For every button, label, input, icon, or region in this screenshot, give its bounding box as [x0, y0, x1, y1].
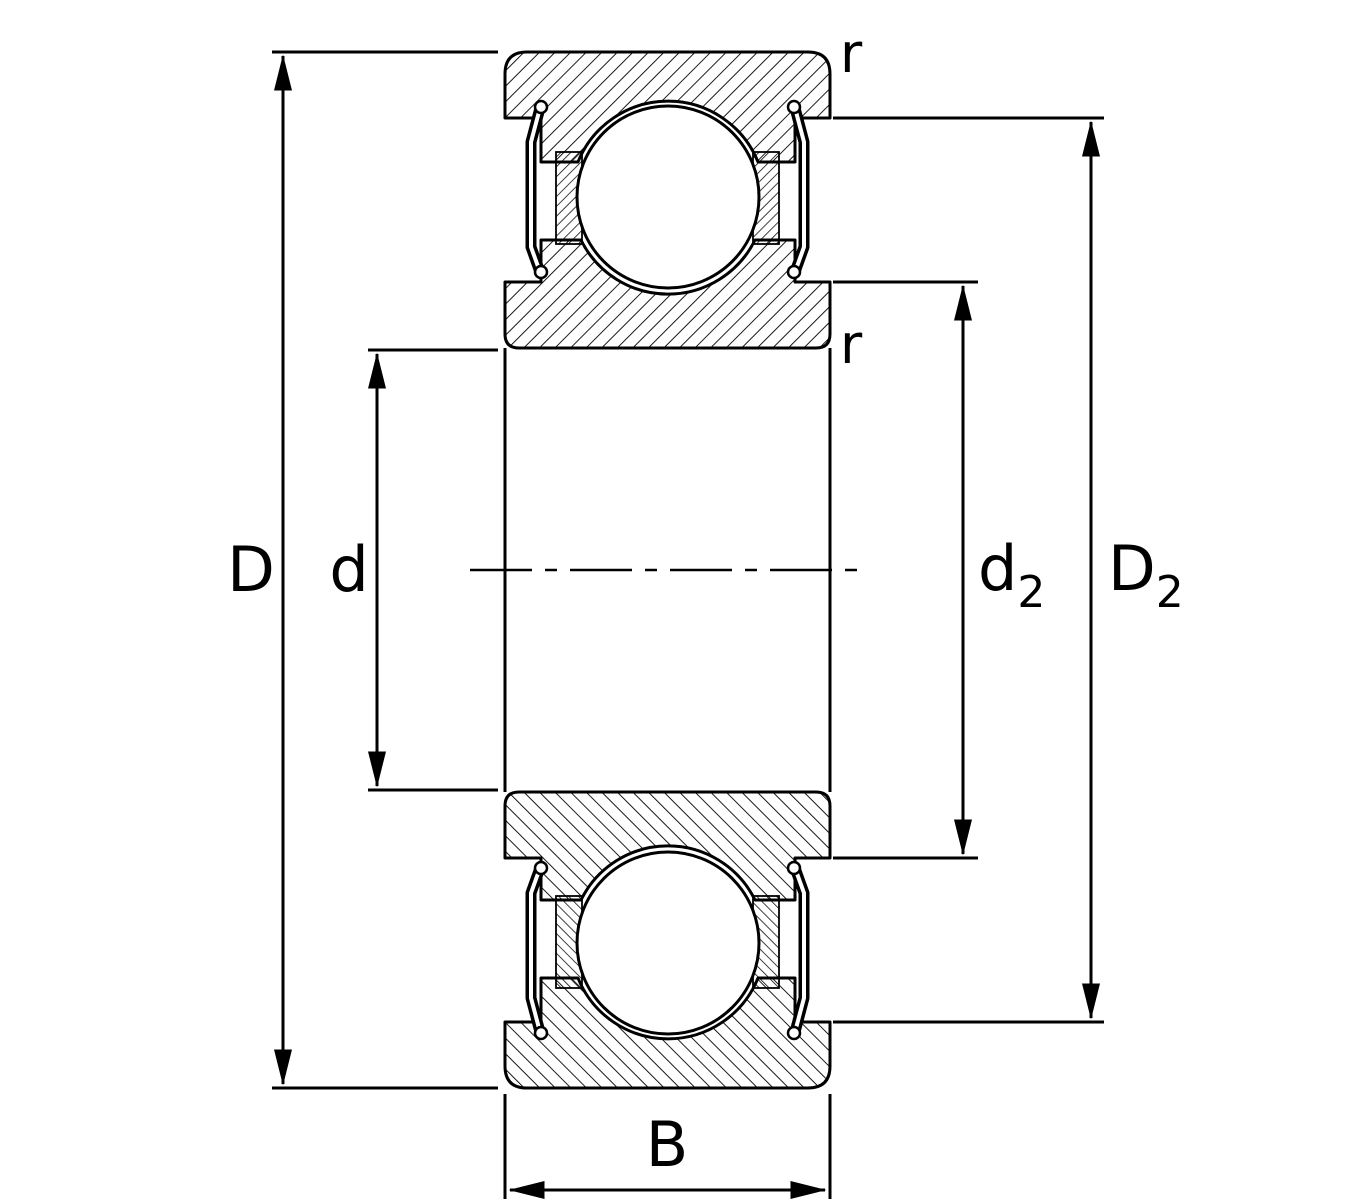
dim-label-D2-base: D	[1108, 532, 1156, 605]
chamfer-label-top: r	[840, 22, 863, 85]
dim-label-D: D	[227, 533, 275, 606]
bearing-top-section	[505, 52, 830, 348]
dim-label-d2-base: d	[978, 532, 1017, 605]
chamfer-label-inner: r	[840, 313, 863, 376]
dim-label-d2: d2	[978, 532, 1045, 618]
dim-label-D2: D2	[1108, 532, 1184, 618]
dim-label-D2-sub: 2	[1156, 567, 1184, 618]
bearing-bottom-section	[505, 792, 830, 1088]
dim-label-d: d	[329, 533, 368, 606]
dim-label-B: B	[646, 1108, 689, 1181]
dim-label-d2-sub: 2	[1017, 567, 1045, 618]
